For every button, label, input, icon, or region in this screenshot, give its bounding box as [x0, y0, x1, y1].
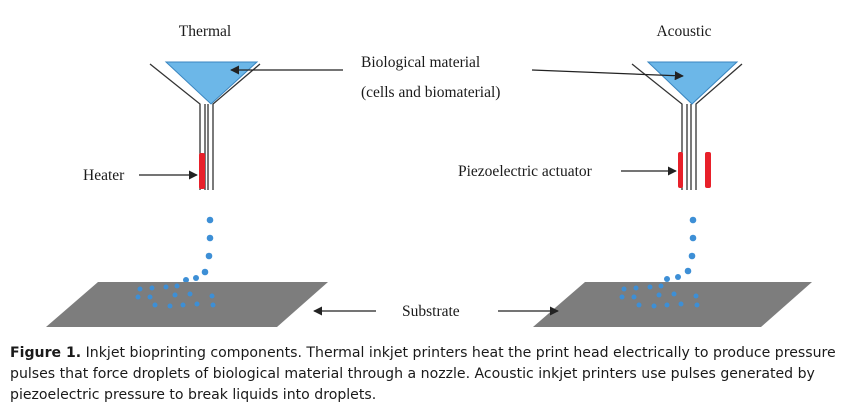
biological-material-label: Biological material	[361, 54, 480, 71]
inkjet-bioprinting-diagram: Thermal	[46, 23, 812, 327]
acoustic-piezo-actuator-right	[705, 152, 711, 188]
acoustic-printer: Acoustic	[533, 23, 812, 327]
thermal-heater	[199, 153, 205, 189]
arrow-to-acoustic-reservoir	[531, 69, 684, 81]
figure-caption-text: Inkjet bioprinting components. Thermal i…	[10, 345, 836, 403]
acoustic-substrate	[533, 282, 812, 327]
acoustic-reservoir	[646, 61, 739, 105]
heater-label: Heater	[83, 167, 125, 184]
biological-material-sublabel: (cells and biomaterial)	[361, 84, 500, 101]
thermal-deposited-droplets	[135, 283, 216, 309]
acoustic-falling-droplets	[664, 216, 697, 282]
thermal-substrate	[46, 282, 328, 327]
figure-caption: Figure 1. Inkjet bioprinting components.…	[10, 343, 856, 406]
substrate-label: Substrate	[402, 303, 460, 320]
acoustic-deposited-droplets	[619, 283, 700, 309]
thermal-reservoir	[164, 61, 259, 105]
figure-caption-label: Figure 1.	[10, 345, 82, 361]
piezoelectric-actuator-label: Piezoelectric actuator	[458, 163, 593, 180]
acoustic-title: Acoustic	[656, 23, 711, 40]
thermal-falling-droplets	[183, 216, 214, 283]
thermal-title: Thermal	[179, 23, 232, 40]
acoustic-piezo-actuator-left	[678, 152, 683, 188]
thermal-printer: Thermal	[46, 23, 328, 327]
